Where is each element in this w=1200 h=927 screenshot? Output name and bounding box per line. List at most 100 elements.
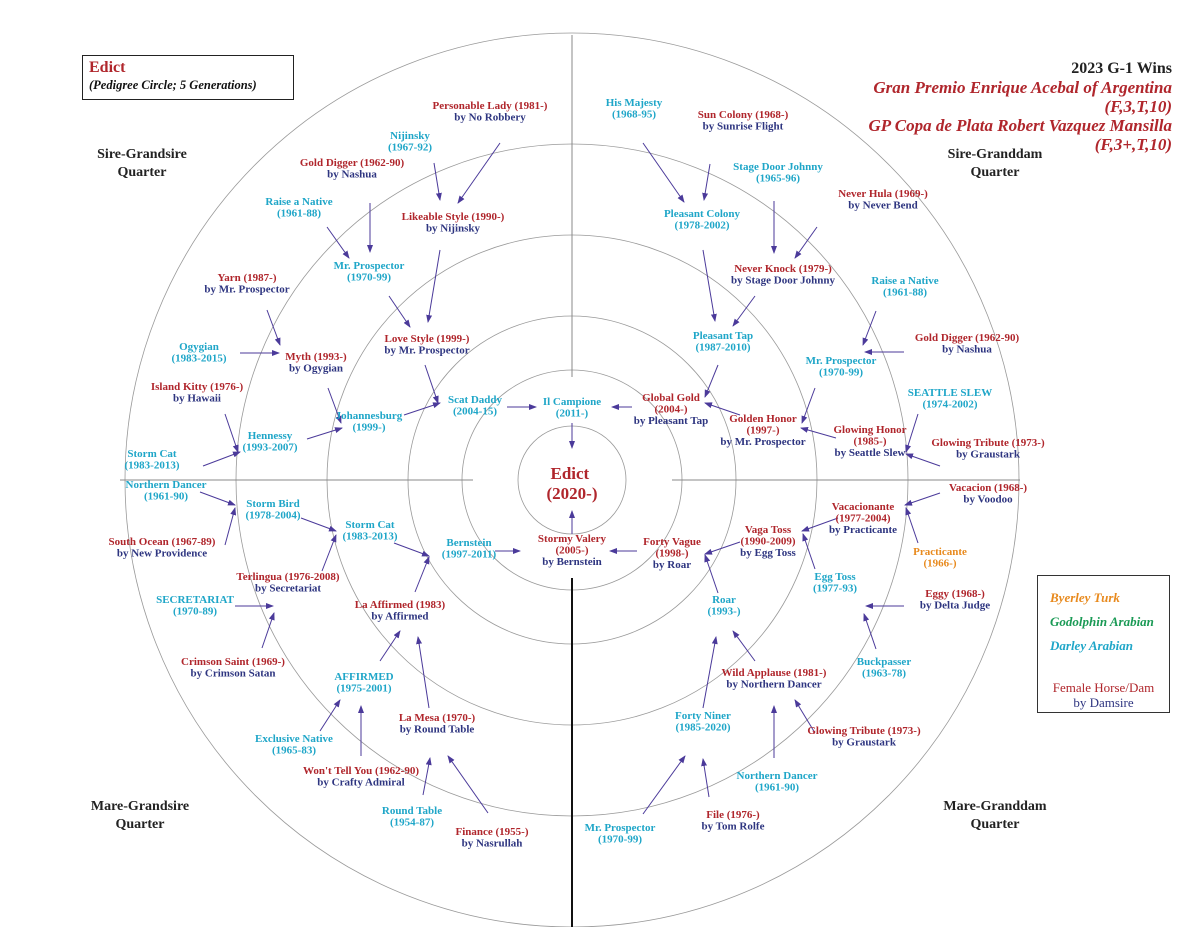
ancestor-node: His Majesty(1968-95) [606,97,663,121]
g1-wins: 2023 G-1 Wins Gran Premio Enrique Acebal… [868,60,1172,154]
damsire-label: by Northern Dancer [726,679,821,691]
lineage-arrows [199,142,941,815]
legend-godolphin-arabian: Godolphin Arabian [1050,614,1154,629]
ancestor-node: Stormy Valery(2005-)by Bernstein [538,533,607,568]
ancestor-node: Golden Honor(1997-)by Mr. Prospector [720,413,805,448]
horse-years: (1983-2015) [172,353,227,365]
lineage-arrow [261,612,275,649]
ancestor-node: SEATTLE SLEW(1974-2002) [908,387,992,411]
ancestor-node: Sun Colony (1968-)by Sunrise Flight [698,109,789,133]
quarter-title: Sire-Grandsire [97,147,187,162]
lineage-arrow [704,541,741,555]
damsire-label: by Sunrise Flight [703,121,784,133]
horse-name: Won't Tell You (1962-90) [303,765,419,777]
horse-name: Golden Honor [729,413,797,425]
lineage-arrow [794,699,816,734]
quarter-word: Quarter [970,165,1020,180]
horse-name: Myth (1993-) [285,351,347,363]
horse-years: (1961-90) [144,491,188,503]
ancestor-node: Myth (1993-)by Ogygian [285,351,347,375]
ancestor-node: Il Campione(2011-) [543,396,601,420]
damsire-label: by Mr. Prospector [204,284,289,296]
ancestor-node: Ogygian(1983-2015) [172,341,227,365]
ancestor-node: Scat Daddy(2004-15) [448,394,503,418]
horse-name: Scat Daddy [448,394,503,406]
lineage-arrow [905,507,919,544]
horse-name: Exclusive Native [255,733,333,745]
damsire-label: by Round Table [400,724,475,736]
horse-name: Glowing Honor [833,424,906,436]
horse-years: (1961-88) [277,208,321,220]
ancestor-node: SECRETARIAT(1970-89) [156,594,234,618]
horse-name: Mr. Prospector [334,260,405,272]
horse-name: Crimson Saint (1969-) [181,656,285,668]
ancestor-node: Terlingua (1976-2008)by Secretariat [236,571,340,595]
ancestor-node: Eggy (1968-)by Delta Judge [920,588,990,612]
horse-years: (1961-88) [883,287,927,299]
race-2: GP Copa de Plata Robert Vazquez Mansilla [868,116,1172,135]
ancestor-node: La Affirmed (1983)by Affirmed [355,599,446,623]
horse-years: (1987-2010) [696,342,751,354]
horse-years: (1966-) [924,558,957,570]
horse-name: Eggy (1968-) [925,588,985,600]
ancestor-node: Northern Dancer(1961-90) [737,770,818,794]
ancestor-node: Mr. Prospector(1970-99) [585,822,656,846]
horse-years: (2005-) [556,545,589,557]
lineage-arrow [702,249,717,322]
chart-subtitle: (Pedigree Circle; 5 Generations) [89,78,257,92]
horse-name: Ogygian [179,341,219,353]
lineage-arrow [732,295,756,327]
ancestor-node: Forty Vague(1998-)by Roar [643,536,701,571]
horse-name: Vacacion (1968-) [949,482,1027,494]
horse-years: (1985-) [854,436,887,448]
ancestor-node: AFFIRMED(1975-2001) [334,671,393,695]
ancestor-node: Practicante(1966-) [913,546,967,570]
ancestor-node: Round Table(1954-87) [382,805,442,829]
ancestor-node: Vacacionante(1977-2004)by Practicante [829,501,897,536]
horse-years: (1970-99) [347,272,391,284]
ancestor-node: Hennessy(1993-2007) [243,430,298,454]
horse-name: Global Gold [642,392,700,404]
horse-name: Sun Colony (1968-) [698,109,789,121]
lineage-arrow [801,517,839,532]
damsire-label: by Nasrullah [462,838,523,850]
lineage-arrow [393,542,430,557]
horse-name: Storm Cat [345,519,395,531]
ancestor-node: Mr. Prospector(1970-99) [806,355,877,379]
race-2-info: (F,3+,T,10) [1094,135,1172,154]
horse-years: (1974-2002) [923,399,978,411]
lineage-arrow [379,630,401,662]
horse-name: La Mesa (1970-) [399,712,476,724]
horse-years: (1967-92) [388,142,432,154]
horse-name: Storm Cat [127,448,177,460]
ancestor-node: Storm Cat(1983-2013) [125,448,180,472]
lineage-arrow [457,142,501,204]
horse-name: Gold Digger (1962-90) [915,332,1020,344]
lineage-arrow [800,427,837,439]
ancestor-node: Forty Niner(1985-2020) [675,710,731,734]
ancestor-node: Mr. Prospector(1970-99) [334,260,405,284]
ancestor-node: Won't Tell You (1962-90)by Crafty Admira… [303,765,419,789]
horse-name: Roar [712,594,736,606]
horse-name: AFFIRMED [334,671,393,683]
horse-name: Mr. Prospector [585,822,656,834]
lineage-arrow [904,492,941,506]
damsire-label: by Bernstein [542,556,602,568]
horse-name: Pleasant Colony [664,208,741,220]
horse-years: (1970-99) [819,367,863,379]
horse-years: (2011-) [556,408,589,420]
damsire-label: by Stage Door Johnny [731,275,836,287]
horse-name: Buckpasser [857,656,912,668]
horse-name: Nijinsky [390,130,430,142]
horse-name: Raise a Native [871,275,938,287]
ancestor-node: Nijinsky(1967-92) [388,130,432,154]
damsire-label: by Graustark [956,449,1021,461]
horse-name: Forty Vague [643,536,701,548]
quarter-title: Mare-Granddam [943,799,1047,814]
ancestor-node: Vacacion (1968-)by Voodoo [949,482,1027,506]
ancestor-node: Crimson Saint (1969-)by Crimson Satan [181,656,285,680]
horse-name: Egg Toss [814,571,856,583]
ancestor-node: Exclusive Native(1965-83) [255,733,333,757]
ancestor-node: Johannesburg(1999-) [336,410,403,434]
ancestor-node: Roar(1993-) [708,594,741,618]
